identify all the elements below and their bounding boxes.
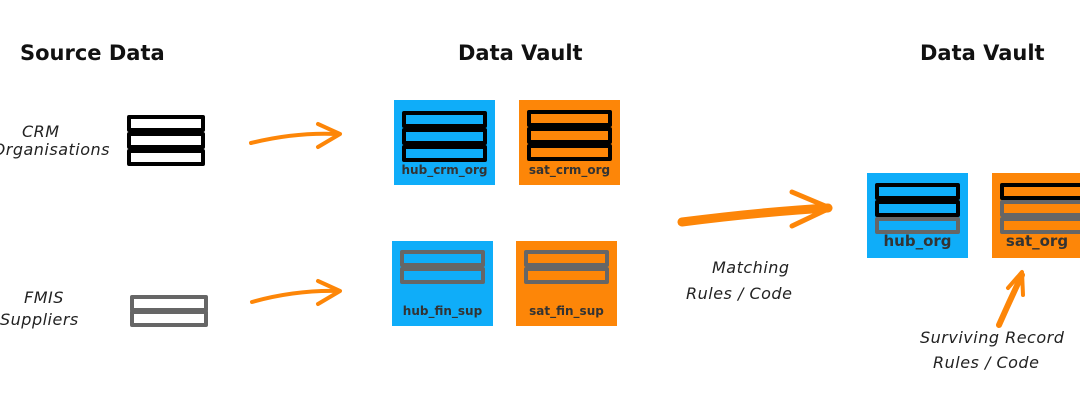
matching-label: Matching bbox=[712, 258, 790, 277]
fmis-arrow-icon bbox=[250, 279, 342, 306]
sat-org-label: sat_org bbox=[1005, 232, 1069, 250]
hub-fin-sup-label: hub_fin_sup bbox=[402, 304, 483, 318]
crm-arrow-icon bbox=[249, 122, 342, 149]
surviving-record-label: Surviving Record bbox=[920, 328, 1065, 347]
hub-crm-org-table: hub_crm_org bbox=[394, 100, 495, 185]
data-vault-result-title: Data Vault bbox=[920, 41, 1045, 65]
sat-fin-sup-table: sat_fin_sup bbox=[516, 241, 617, 326]
data-vault-title: Data Vault bbox=[458, 41, 583, 65]
sat-crm-org-table: sat_crm_org bbox=[519, 100, 620, 185]
crm-label: CRM bbox=[22, 122, 60, 141]
crm-table-icon bbox=[127, 115, 205, 166]
sat-org-table: sat_org bbox=[992, 173, 1080, 258]
hub-org-table: hub_org bbox=[867, 173, 968, 258]
surviving-arrow-icon bbox=[996, 270, 1025, 328]
hub-crm-org-label: hub_crm_org bbox=[401, 163, 488, 177]
hub-fin-sup-table: hub_fin_sup bbox=[392, 241, 493, 326]
fmis-label: FMIS bbox=[24, 288, 64, 307]
surviving-rules-label: Rules / Code bbox=[933, 353, 1040, 372]
crm-organisations-label: Organisations bbox=[0, 140, 110, 159]
fmis-suppliers-label: Suppliers bbox=[0, 310, 79, 329]
hub-org-label: hub_org bbox=[883, 232, 952, 250]
sat-crm-org-label: sat_crm_org bbox=[528, 163, 611, 177]
source-data-title: Source Data bbox=[20, 41, 165, 65]
sat-fin-sup-label: sat_fin_sup bbox=[529, 304, 604, 318]
fmis-table-icon bbox=[130, 295, 208, 327]
matching-rules-label: Rules / Code bbox=[686, 284, 793, 303]
matching-arrow-icon bbox=[677, 189, 833, 229]
